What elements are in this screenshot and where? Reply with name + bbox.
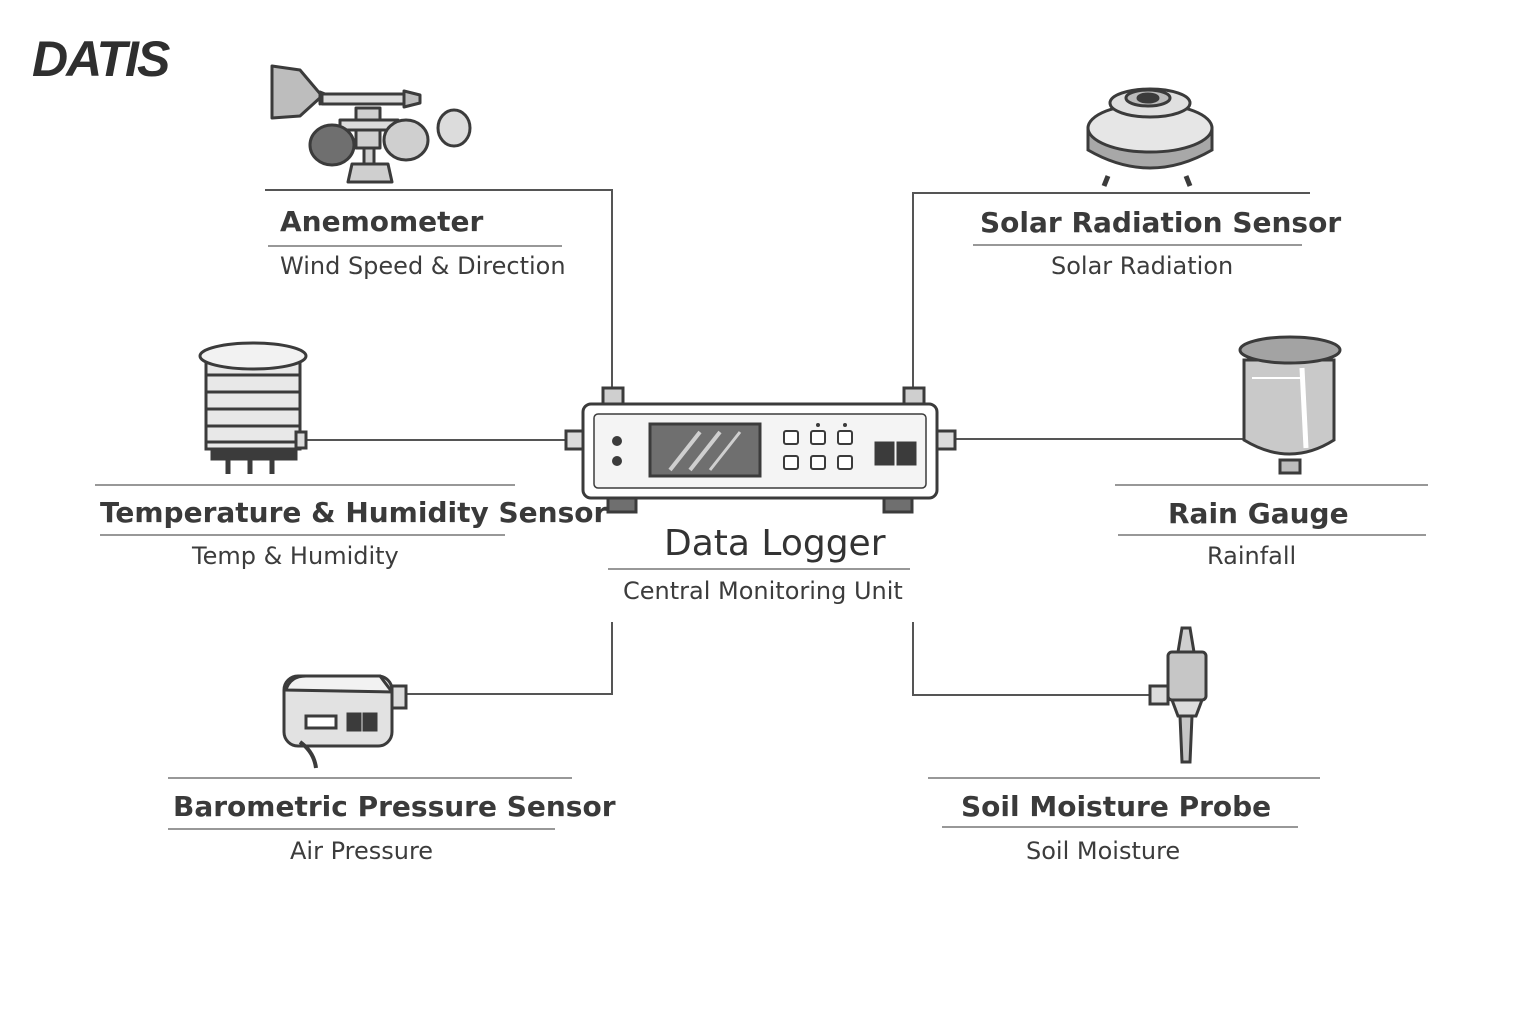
- barometer-icon: [282, 674, 408, 769]
- anemometer-icon: [270, 64, 472, 184]
- sensor-subtitle-solar: Solar Radiation: [1051, 252, 1234, 280]
- radiation-shield-icon: [198, 341, 308, 474]
- pyranometer-icon: [1086, 87, 1214, 187]
- datis-logo: DATIS: [32, 31, 170, 87]
- data-logger-subtitle: Central Monitoring Unit: [623, 577, 903, 605]
- sensor-subtitle-soil: Soil Moisture: [1026, 837, 1181, 865]
- connector-anemometer: [265, 189, 613, 392]
- sensor-title-soil: Soil Moisture Probe: [961, 790, 1272, 823]
- data-logger-title: Data Logger: [664, 523, 886, 564]
- sensor-title-barometer: Barometric Pressure Sensor: [173, 790, 616, 823]
- sensor-title-solar: Solar Radiation Sensor: [980, 206, 1342, 239]
- sensor-subtitle-rain-gauge: Rainfall: [1207, 542, 1297, 570]
- sensor-title-rain-gauge: Rain Gauge: [1168, 497, 1349, 530]
- soil-probe-icon: [1148, 626, 1208, 764]
- data-logger-device: [564, 386, 957, 514]
- sensor-title-temp-humidity: Temperature & Humidity Sensor: [100, 496, 608, 529]
- connector-barometer: [405, 622, 613, 695]
- sensor-subtitle-barometer: Air Pressure: [290, 837, 434, 865]
- connector-solar: [912, 192, 1310, 392]
- rain-gauge-icon: [1238, 335, 1342, 475]
- sensor-subtitle-temp-humidity: Temp & Humidity: [192, 542, 399, 570]
- sensor-title-anemometer: Anemometer: [280, 205, 484, 238]
- connector-soil: [912, 622, 1150, 696]
- sensor-subtitle-anemometer: Wind Speed & Direction: [280, 252, 566, 280]
